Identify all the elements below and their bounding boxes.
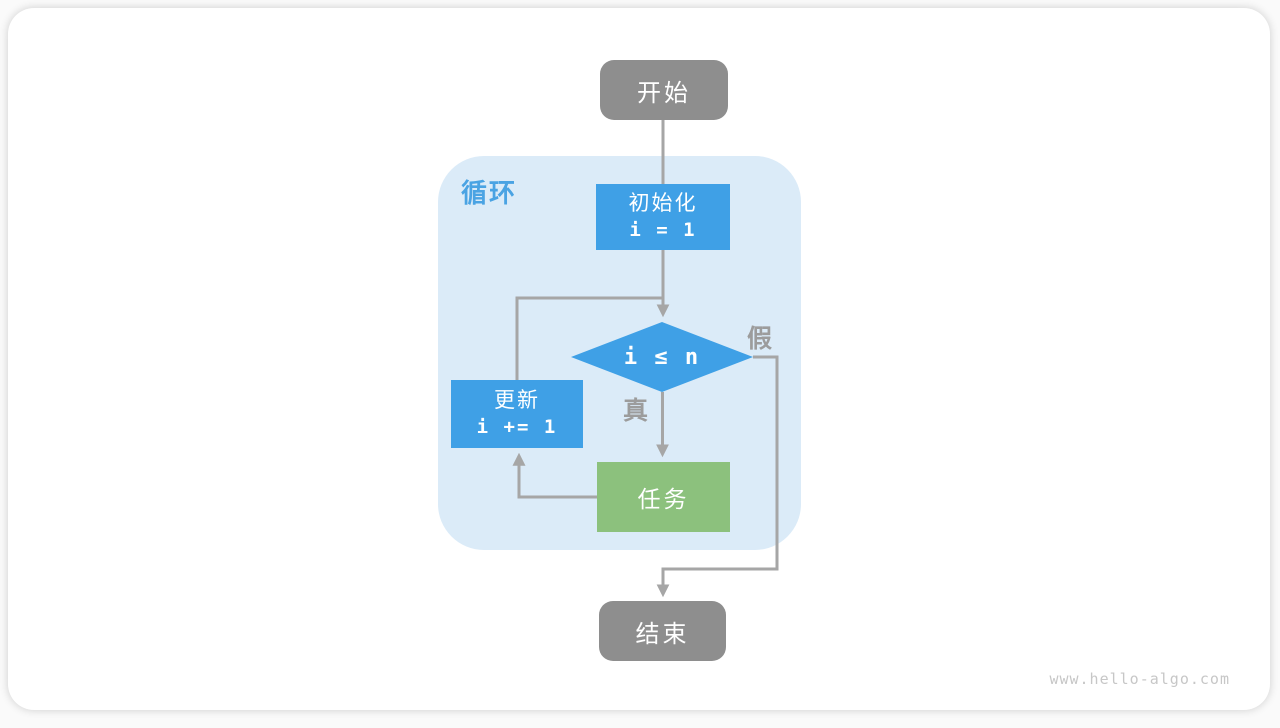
loop-region-label: 循环 [461,178,518,208]
update-node: 更新 i += 1 [451,380,583,448]
task-node-label: 任务 [637,486,690,512]
end-node: 结束 [599,601,726,661]
edge-label-false: 假 [747,325,773,353]
update-node-code: i += 1 [476,416,558,439]
start-node-label: 开始 [637,79,691,107]
condition-node-code: i ≤ n [623,344,701,370]
end-node-label: 结束 [635,620,690,648]
start-node: 开始 [600,60,728,120]
edge-label-true: 真 [623,397,649,425]
init-node-label: 初始化 [628,192,698,215]
update-node-label: 更新 [494,389,540,412]
init-node-code: i = 1 [629,219,697,242]
watermark-text: www.hello-algo.com [1049,670,1230,688]
diagram-card: 循环 开始 初始化 i = 1 i ≤ n 更新 i += 1 任务 [8,8,1270,710]
task-node: 任务 [597,462,730,532]
init-node: 初始化 i = 1 [596,184,730,250]
